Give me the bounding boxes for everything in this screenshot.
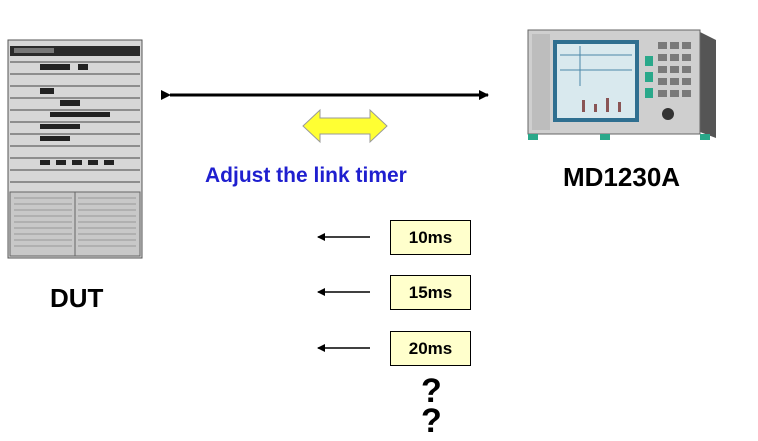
dut-rack-image xyxy=(7,39,143,259)
dut-label: DUT xyxy=(50,283,104,313)
adjust-double-arrow-icon xyxy=(302,108,388,144)
question-mark-1: ? xyxy=(421,372,442,410)
timer-box-10ms: 10ms xyxy=(390,220,471,255)
question-mark-2: ? xyxy=(421,402,442,440)
adjust-link-timer-label: Adjust the link timer xyxy=(205,164,407,187)
md1230a-label: MD1230A xyxy=(563,162,681,192)
timer-box-20ms: 20ms xyxy=(390,331,471,366)
md1230a-tester-image xyxy=(527,29,716,140)
timer-box-15ms: 15ms xyxy=(390,275,471,310)
